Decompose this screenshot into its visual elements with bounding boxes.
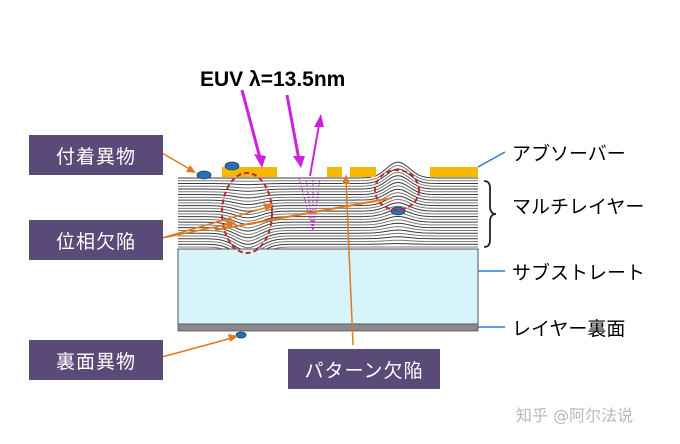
reflected-fan bbox=[298, 177, 321, 231]
label-absorber: アブソーバー bbox=[512, 143, 626, 165]
absorber-pad bbox=[327, 167, 342, 177]
label-multilayer: マルチレイヤー bbox=[512, 196, 645, 218]
multilayer-line bbox=[178, 195, 478, 212]
multilayer-line bbox=[178, 181, 478, 199]
multilayer-line bbox=[178, 222, 478, 239]
multilayer-line bbox=[178, 239, 478, 255]
multilayer-line bbox=[178, 188, 478, 206]
label-substrate: サブストレート bbox=[512, 262, 646, 284]
euv-arrows bbox=[240, 89, 324, 177]
multilayer-line bbox=[178, 192, 478, 209]
phase-defect-outline bbox=[221, 172, 273, 254]
multilayer-line bbox=[178, 236, 478, 252]
label-pattern-defect: パターン欠陥 bbox=[288, 349, 440, 389]
multilayer-line bbox=[178, 229, 478, 245]
multilayer-line bbox=[178, 164, 478, 182]
top-particle-2 bbox=[224, 161, 240, 171]
multilayer-line bbox=[178, 178, 478, 196]
multilayer-line bbox=[178, 202, 478, 219]
multilayer-line bbox=[178, 161, 478, 179]
label-phase-defect: 位相欠陥 bbox=[29, 220, 163, 260]
backside-layer bbox=[177, 323, 479, 332]
multilayer-line bbox=[178, 226, 478, 242]
label-backside-particle: 裏面異物 bbox=[29, 340, 163, 380]
label-particle-top: 付着異物 bbox=[29, 135, 163, 175]
defect-trace bbox=[214, 197, 393, 231]
watermark: 知乎 @阿尔法说 bbox=[516, 406, 634, 425]
pointer-lines bbox=[477, 151, 506, 328]
bump-defect-outline bbox=[374, 169, 420, 211]
multilayer-stack bbox=[178, 161, 478, 262]
multilayer-bracket bbox=[483, 180, 497, 248]
multilayer-line bbox=[178, 243, 478, 259]
multilayer-line bbox=[178, 175, 478, 192]
multilayer-line bbox=[178, 185, 478, 202]
absorber-pad bbox=[350, 167, 376, 177]
multilayer-line bbox=[178, 168, 478, 186]
absorber-pad bbox=[222, 167, 277, 177]
multilayer-line bbox=[178, 198, 478, 215]
callout-arrows bbox=[161, 152, 354, 358]
top-particle bbox=[196, 170, 212, 180]
buried-particle bbox=[390, 206, 406, 216]
backside-particle bbox=[235, 331, 247, 339]
multilayer-line bbox=[178, 205, 478, 222]
label-backside: レイヤー裏面 bbox=[512, 318, 626, 340]
substrate-block bbox=[177, 248, 479, 325]
euv-title: EUV λ=13.5nm bbox=[200, 68, 346, 91]
absorber-pad bbox=[430, 167, 478, 177]
